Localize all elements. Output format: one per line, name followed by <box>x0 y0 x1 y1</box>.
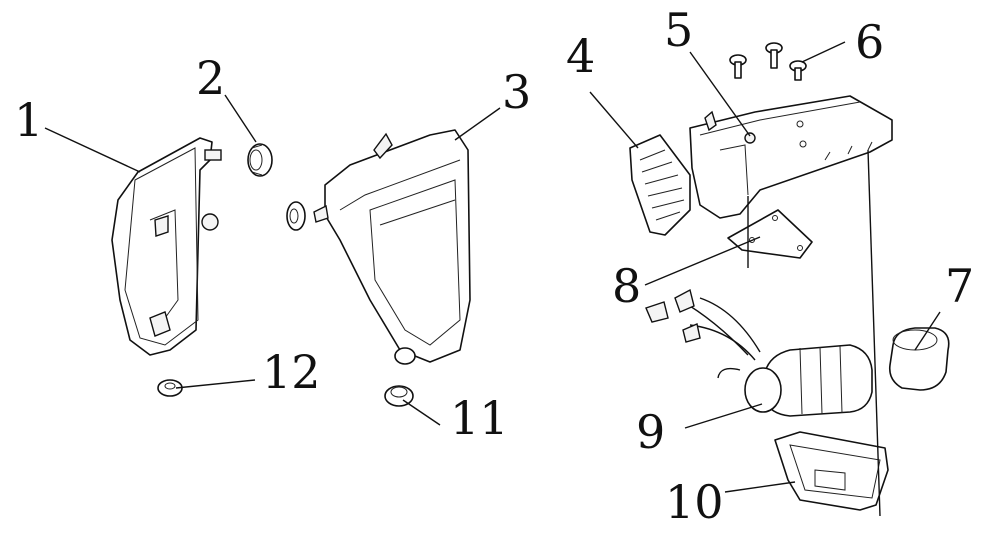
part-1-side-cover <box>111 137 222 356</box>
callout-labels: 1 2 3 4 5 6 7 8 9 10 11 12 <box>14 3 974 529</box>
part-10-tray <box>774 431 889 511</box>
callout-8: 8 <box>612 259 641 313</box>
grommet-upper <box>286 201 306 231</box>
part-8-plate <box>727 209 813 259</box>
callout-7: 7 <box>945 259 974 313</box>
callout-10: 10 <box>665 475 724 529</box>
leader-lines <box>44 41 941 493</box>
callout-5: 5 <box>664 3 693 57</box>
part-2-grommet <box>247 143 273 177</box>
callout-3: 3 <box>502 65 531 119</box>
part-5-bracket <box>689 95 893 219</box>
part-6-bolts <box>729 42 807 81</box>
callout-9: 9 <box>636 405 665 459</box>
callout-6: 6 <box>855 15 884 69</box>
part-4-grille <box>629 134 691 236</box>
callout-4: 4 <box>566 29 595 83</box>
callout-11: 11 <box>450 391 509 445</box>
part-9-canister <box>645 288 873 417</box>
part-7-band <box>888 327 950 391</box>
callout-2: 2 <box>196 51 225 105</box>
part-12-clip <box>157 379 183 397</box>
reference-line <box>867 149 881 517</box>
callout-12: 12 <box>262 345 321 399</box>
part-3-side-cover <box>313 129 471 365</box>
callout-1: 1 <box>14 93 43 147</box>
part-11-grommet <box>384 385 414 407</box>
